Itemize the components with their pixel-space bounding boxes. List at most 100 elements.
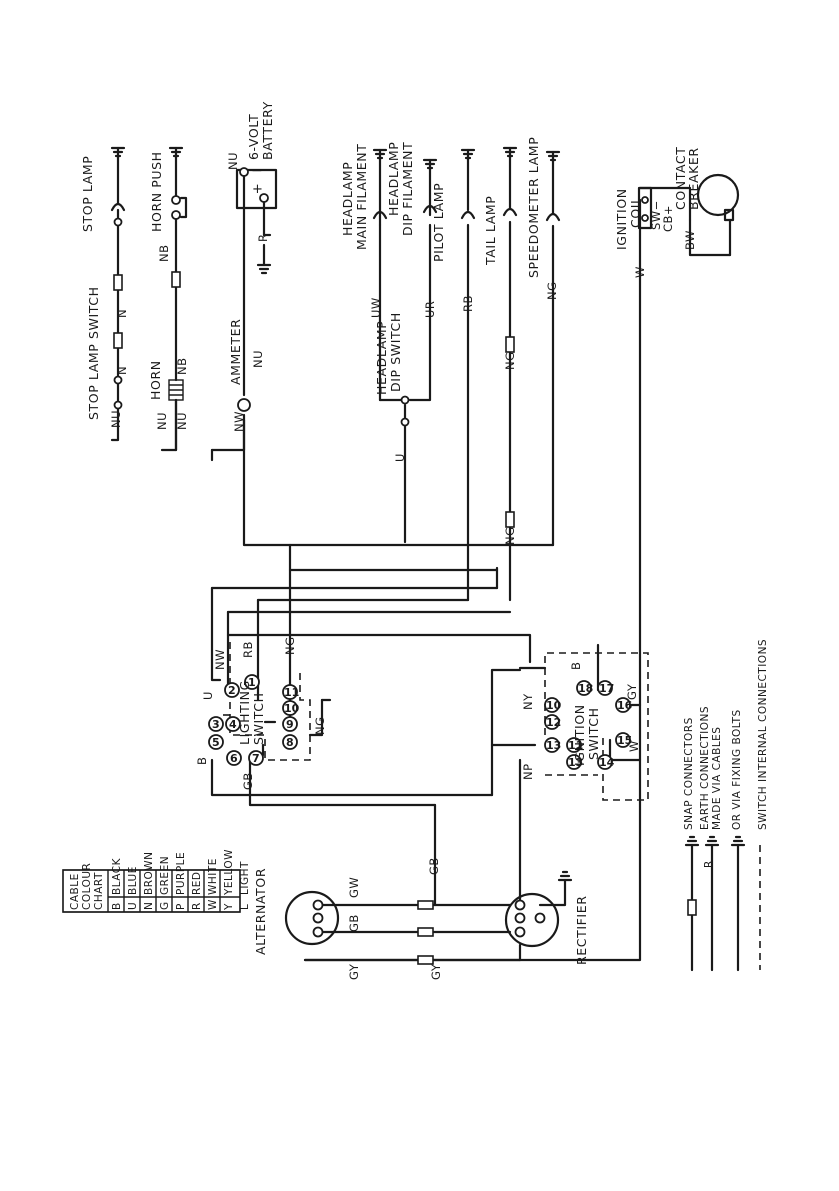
wire-code: GY [347, 963, 361, 980]
contact-breaker-icon [696, 173, 740, 222]
ignition-switch-label-b: SWITCH [586, 707, 601, 760]
wire-code: W [627, 740, 641, 752]
svg-text:1: 1 [248, 676, 256, 689]
wire-code: NG [313, 716, 327, 735]
chart-code: G [159, 901, 171, 910]
wire-code: NG [545, 281, 559, 300]
chart-name: LIGHT [239, 861, 251, 895]
contact-breaker-label-b: BREAKER [686, 147, 701, 210]
wire-code: NU [175, 412, 189, 430]
ignition-coil-label-b: COIL [628, 196, 643, 228]
svg-text:11: 11 [568, 739, 583, 752]
chart-name: WHITE [207, 858, 219, 895]
ignition-switch-internal [544, 652, 649, 801]
coil-cb-label: CB+ [661, 205, 675, 232]
legend-internal: SWITCH INTERNAL CONNECTIONS [757, 639, 769, 830]
svg-text:10: 10 [546, 699, 562, 712]
svg-text:12: 12 [546, 716, 561, 729]
chart-code: L [239, 904, 251, 910]
alternator-icon [284, 890, 340, 946]
snap-connectors [113, 271, 515, 965]
lamp-symbols [110, 202, 561, 227]
wire-code: NU [109, 410, 123, 428]
rectifier-label: RECTIFIER [574, 896, 589, 966]
earth-symbols [110, 146, 573, 882]
legend-earth-a: EARTH CONNECTIONS [699, 706, 711, 830]
lighting-switch: 1 2 3 4 5 6 7 8 9 10 11 [208, 674, 300, 766]
chart-name: YELLOW [223, 849, 235, 896]
stop-lamp-icon [110, 202, 126, 220]
headlamp-dip-switch-label-b: DIP SWITCH [388, 312, 403, 392]
alternator-label: ALTERNATOR [253, 868, 268, 955]
chart-code: U [127, 902, 139, 910]
lighting-switch-internal [229, 642, 311, 761]
ignition-switch: 10 12 13 13 14 15 16 17 18 11 [544, 680, 633, 770]
svg-text:7: 7 [252, 752, 260, 765]
chart-title: CABLE [69, 873, 81, 910]
headlamp-main-icon [372, 210, 388, 220]
wire-code: BW [683, 230, 697, 250]
svg-text:3: 3 [212, 718, 220, 731]
chart-code: P [175, 903, 187, 910]
svg-text:4: 4 [229, 718, 237, 731]
wire-code: NG [503, 351, 517, 370]
svg-text:2: 2 [228, 684, 236, 697]
wire-code: R [256, 234, 270, 243]
svg-text:11: 11 [284, 686, 299, 699]
chart-code: B [111, 902, 123, 910]
svg-text:5: 5 [212, 736, 220, 749]
horn-push-label: HORN PUSH [149, 151, 164, 232]
svg-text:14: 14 [599, 756, 615, 769]
headlamp-dip-switch-label-a: HEADLAMP [374, 321, 389, 395]
chart-name: RED [191, 871, 203, 895]
tail-lamp-icon [502, 207, 518, 217]
chart-code: N [143, 902, 155, 910]
chart-name: PURPLE [175, 852, 187, 895]
svg-text:9: 9 [286, 718, 294, 731]
headlamp-main-label-a: HEADLAMP [340, 162, 355, 236]
wire-code: GB [241, 772, 255, 790]
speedometer-lamp-icon [545, 212, 561, 222]
wire-code: GY [429, 963, 443, 980]
headlamp-dip-icon [422, 204, 438, 214]
wire-code: GW [347, 877, 361, 898]
wire-code: NU [226, 152, 240, 170]
svg-text:6: 6 [230, 752, 238, 765]
stop-switch-icon [113, 400, 123, 410]
headlamp-main-label-b: MAIN FILAMENT [354, 144, 369, 251]
tail-lamp-label: TAIL LAMP [483, 196, 498, 266]
svg-text:18: 18 [578, 682, 593, 695]
chart-code: W [207, 899, 219, 910]
wire-code: GB [347, 914, 361, 932]
chart-name: GREEN [159, 856, 171, 895]
ignition-coil-icon [637, 186, 653, 230]
battery-volt-label: 6-VOLT [246, 114, 261, 160]
ammeter-label: AMMETER [228, 319, 243, 385]
wire-code: NU [155, 412, 169, 430]
legend-r: R [703, 860, 715, 868]
wire-code: NP [521, 763, 535, 780]
wire-code: NU [251, 350, 265, 368]
chart-code: Y [223, 903, 235, 911]
svg-text:17: 17 [599, 682, 614, 695]
svg-text:−: − [251, 163, 263, 179]
svg-text:8: 8 [286, 736, 294, 749]
wire-code: RB [461, 295, 475, 312]
rectifier-icon [504, 892, 560, 948]
lighting-switch-label-a: LIGHTING [237, 680, 252, 745]
speedometer-lamp-label: SPEEDOMETER LAMP [526, 137, 541, 278]
stop-lamp-label: STOP LAMP [80, 156, 95, 232]
wire-code: NG [283, 636, 297, 655]
cable-colour-chart: CABLE COLOUR CHART B BLACK U BLUE N BROW… [62, 849, 251, 913]
wire-code: NB [175, 358, 189, 376]
legend-bolts: OR VIA FIXING BOLTS [731, 709, 743, 830]
chart-name: BLACK [111, 857, 123, 895]
wire-code: NY [521, 693, 535, 710]
horn-push-icon [171, 195, 181, 205]
wire-code: UR [423, 301, 437, 318]
svg-text:13: 13 [546, 739, 561, 752]
wire-code: W [633, 266, 647, 278]
wire-code: N [115, 366, 129, 375]
ignition-switch-label-a: IGNITION [572, 704, 587, 766]
